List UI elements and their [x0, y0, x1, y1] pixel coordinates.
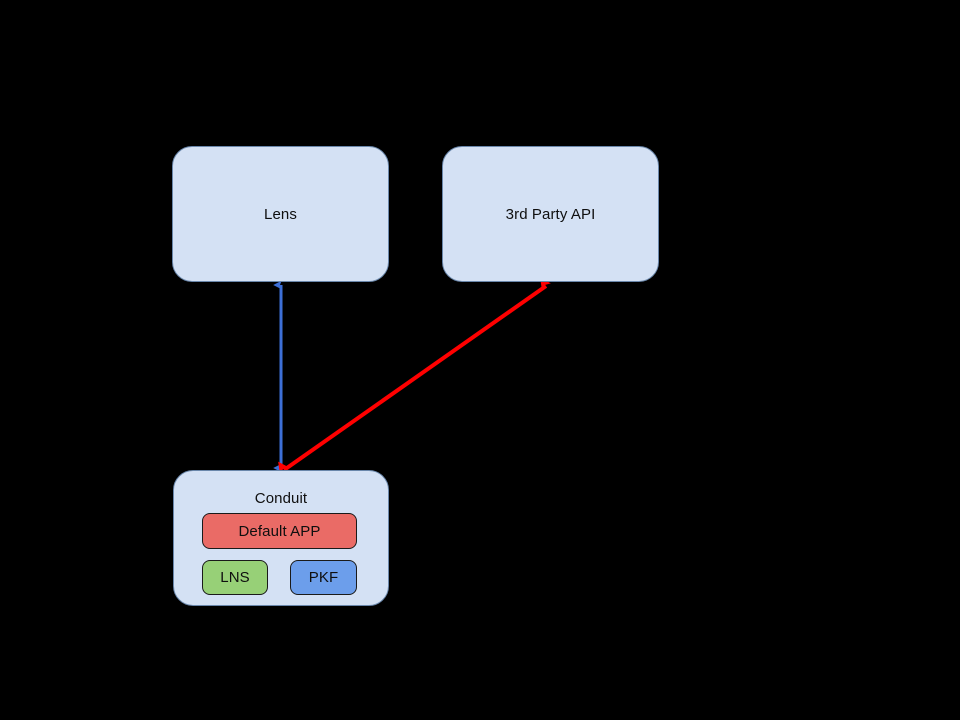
subnode-lns[interactable]: LNS	[202, 560, 268, 595]
node-third-party-api-label: 3rd Party API	[505, 206, 596, 223]
node-lens-label: Lens	[264, 206, 297, 223]
subnode-pkf[interactable]: PKF	[290, 560, 357, 595]
subnode-default-app[interactable]: Default APP	[202, 513, 357, 549]
node-conduit[interactable]: Conduit Default APP LNS PKF	[173, 470, 389, 606]
node-third-party-api[interactable]: 3rd Party API	[442, 146, 659, 282]
node-conduit-label: Conduit	[254, 490, 308, 507]
node-lens[interactable]: Lens	[172, 146, 389, 282]
edge-conduit-third-party-api	[278, 277, 551, 474]
